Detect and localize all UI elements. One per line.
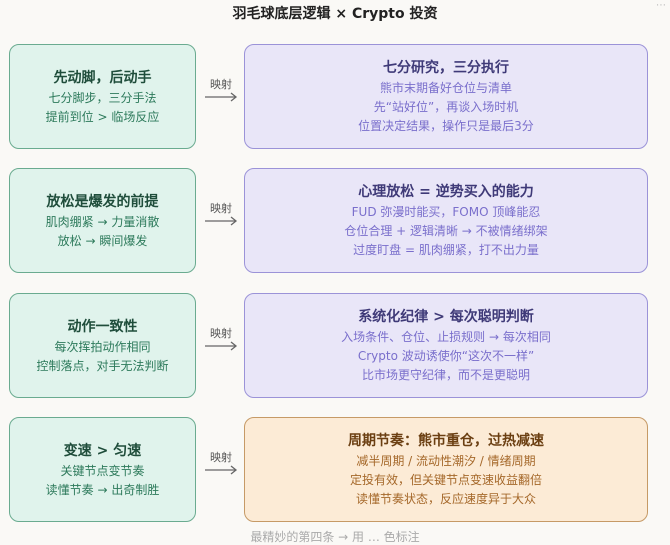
right-line: 位置决定结果，操作只是最后3分: [358, 119, 534, 133]
right-heading: 系统化纪律 > 每次聪明判断: [358, 309, 534, 325]
right-line: 入场条件、仓位、止损规则 → 每次相同: [341, 330, 551, 344]
right-concept-box: 系统化纪律 > 每次聪明判断入场条件、仓位、止损规则 → 每次相同 Crypto …: [244, 293, 648, 398]
footer-note: 最精妙的第四条 → 用 … 色标注: [250, 530, 420, 544]
right-heading: 心理放松 = 逆势买入的能力: [358, 184, 534, 200]
right-concept-box: 七分研究，三分执行熊市末期备好仓位与清单先“站好位”，再谈入场时机位置决定结果，…: [244, 44, 648, 149]
arrow-right-icon: [205, 216, 238, 226]
arrow-right-icon: [205, 341, 238, 351]
arrow-right-icon: [205, 92, 238, 102]
right-line: 定投有效，但关键节点变速收益翻倍: [349, 473, 542, 487]
left-line: 提前到位 > 临场反应: [45, 109, 160, 124]
diagram-title: 羽毛球底层逻辑 × Crypto 投资: [232, 6, 438, 22]
right-line: 先“站好位”，再谈入场时机: [373, 100, 519, 114]
left-heading: 先动脚，后动手: [53, 69, 152, 86]
mapping-label: 映射: [210, 327, 232, 340]
more-icon[interactable]: ⋯: [656, 0, 666, 11]
mapping-label: 映射: [210, 451, 232, 464]
left-heading: 动作一致性: [67, 318, 138, 335]
right-heading: 七分研究，三分执行: [383, 60, 509, 76]
left-line: 读懂节奏 → 出奇制胜: [45, 482, 160, 497]
right-line: FUD 弥漫时能买，FOMO 顶峰能忍: [351, 205, 541, 219]
right-line: Crypto 波动诱使你“这次不一样”: [357, 349, 535, 363]
left-line: 每次挥拍动作相同: [54, 339, 151, 354]
right-heading: 周期节奏：熊市重仓，过热减速: [348, 433, 544, 449]
mapping-arrow: 映射: [203, 325, 239, 351]
left-line: 肌肉绷紧 → 力量消散: [45, 214, 160, 229]
mapping-label: 映射: [210, 202, 232, 215]
left-line: 关键节点变节奏: [60, 463, 145, 478]
left-heading: 放松是爆发的前提: [46, 193, 159, 210]
left-heading: 变速 > 匀速: [63, 442, 142, 459]
right-line: 过度盯盘 = 肌肉绷紧，打不出力量: [353, 243, 539, 257]
arrow-right-icon: [205, 465, 238, 475]
right-line: 熊市末期备好仓位与清单: [379, 81, 512, 95]
left-concept-box: 变速 > 匀速关键节点变节奏读懂节奏 → 出奇制胜: [9, 417, 196, 522]
right-line: 减半周期 / 流动性潮汐 / 情绪周期: [356, 454, 536, 468]
left-line: 控制落点，对手无法判断: [36, 358, 169, 373]
mapping-arrow: 映射: [203, 76, 239, 102]
left-concept-box: 动作一致性每次挥拍动作相同控制落点，对手无法判断: [9, 293, 196, 398]
mapping-arrow: 映射: [203, 200, 239, 226]
left-concept-box: 放松是爆发的前提肌肉绷紧 → 力量消散放松 → 瞬间爆发: [9, 168, 196, 273]
right-concept-box: 周期节奏：熊市重仓，过热减速减半周期 / 流动性潮汐 / 情绪周期定投有效，但关…: [244, 417, 648, 522]
right-line: 读懂节奏状态，反应速度异于大众: [355, 492, 536, 506]
right-concept-box: 心理放松 = 逆势买入的能力 FUD 弥漫时能买，FOMO 顶峰能忍仓位合理 + …: [244, 168, 648, 273]
right-line: 仓位合理 + 逻辑清晰 → 不被情绪绑架: [344, 224, 548, 238]
right-line: 比市场更守纪律，而不是更聪明: [361, 368, 530, 382]
left-line: 放松 → 瞬间爆发: [57, 233, 148, 248]
left-line: 七分脚步，三分手法: [48, 90, 157, 105]
mapping-arrow: 映射: [203, 449, 239, 475]
mapping-label: 映射: [210, 78, 232, 91]
left-concept-box: 先动脚，后动手七分脚步，三分手法提前到位 > 临场反应: [9, 44, 196, 149]
